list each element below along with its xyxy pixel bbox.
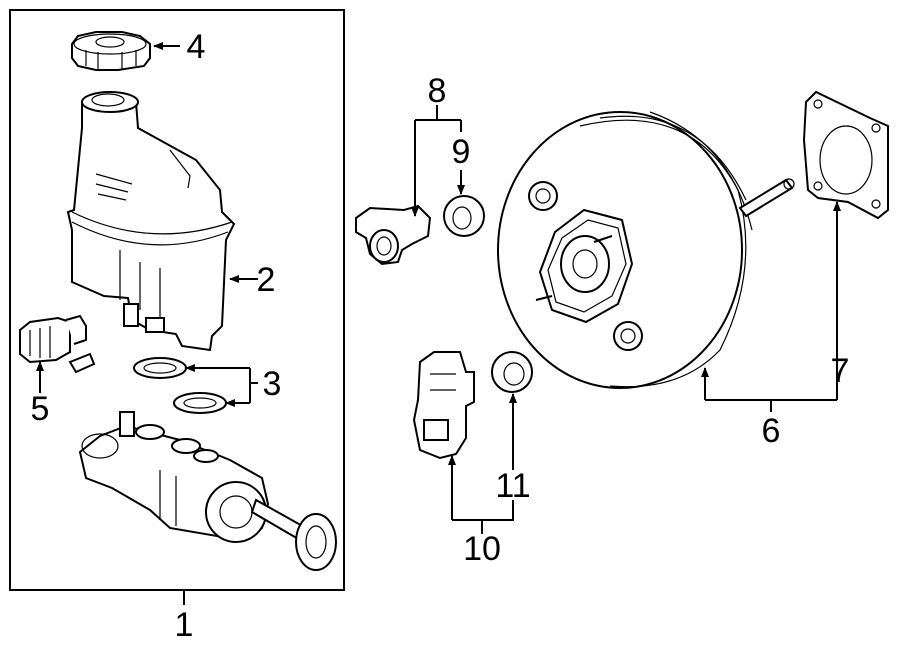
check-valve — [355, 204, 432, 266]
callout-11: 11 — [495, 467, 530, 505]
master-cylinder — [78, 411, 337, 571]
sensor-grommet — [491, 351, 533, 393]
callout-4: 4 — [187, 28, 206, 66]
leader-10-bracket — [452, 500, 514, 521]
callout-2: 2 — [257, 261, 276, 299]
assembly-frame — [9, 9, 345, 591]
reservoir-seals — [133, 357, 227, 414]
vacuum-sensor — [412, 351, 475, 460]
callout-3: 3 — [263, 365, 282, 403]
callout-7: 7 — [831, 352, 850, 390]
callout-5: 5 — [31, 390, 50, 428]
brake-booster — [497, 111, 795, 389]
callout-10: 10 — [463, 530, 501, 568]
callout-6: 6 — [762, 412, 781, 450]
booster-gasket — [802, 90, 889, 220]
fluid-reservoir — [66, 91, 236, 352]
level-sensor — [19, 314, 96, 374]
callout-9: 9 — [452, 133, 471, 171]
valve-grommet — [443, 195, 485, 237]
reservoir-cap — [71, 31, 151, 71]
callout-8: 8 — [428, 72, 447, 110]
callout-1: 1 — [175, 606, 194, 644]
